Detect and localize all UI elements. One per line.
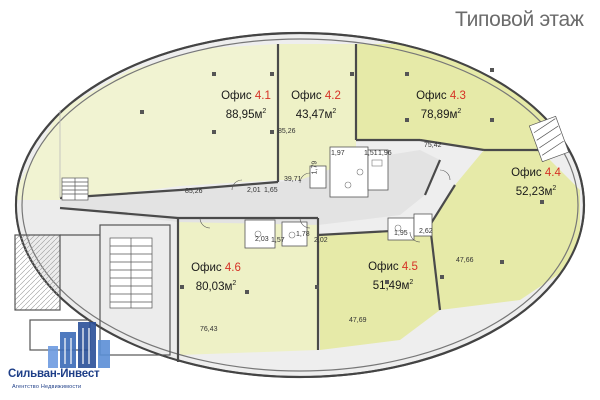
dimension-label: 2,03 <box>255 236 269 243</box>
office-area: 52,23м <box>515 185 553 198</box>
office-word: Офис <box>368 261 399 273</box>
office-number: 4.5 <box>401 261 418 273</box>
dimension-label: 1,96 <box>378 150 392 157</box>
dimension-label: 1,51 <box>364 150 378 157</box>
logo-buildings-icon <box>48 322 110 368</box>
dimension-label: 47,69 <box>349 317 367 324</box>
dimension-label: 1,97 <box>331 150 345 157</box>
west-wing-walls <box>14 224 171 356</box>
office-area: 88,95м <box>225 108 263 121</box>
dimension-label: 47,66 <box>456 257 474 264</box>
logo-tagline: Агентство Недвижимости <box>12 384 82 390</box>
dimension-label: 39,71 <box>284 176 302 183</box>
office-number: 4.2 <box>324 90 341 102</box>
office-number: 4.1 <box>254 90 271 102</box>
office-word: Офис <box>416 90 447 102</box>
interior-walls <box>59 44 545 362</box>
office-4-1-zone <box>16 44 278 200</box>
fixtures <box>254 159 402 239</box>
dimension-label: 2,02 <box>314 237 328 244</box>
office-area: 80,03м <box>195 280 233 293</box>
logo-name[interactable]: Сильван-Инвест <box>8 368 100 380</box>
area-unit-sup: 2 <box>262 108 267 115</box>
office-label-4-4[interactable]: Офис 4.4 52,23м2 <box>511 166 561 200</box>
office-label-4-3[interactable]: Офис 4.3 78,89м2 <box>416 89 466 123</box>
area-unit-sup: 2 <box>457 108 462 115</box>
dimension-label: 85,26 <box>278 128 296 135</box>
dimension-label: 75,42 <box>424 142 442 149</box>
office-word: Офис <box>291 90 322 102</box>
stair-southwest <box>109 237 153 309</box>
area-unit-sup: 2 <box>332 108 337 115</box>
office-4-6-zone <box>178 218 318 355</box>
office-4-5-zone <box>318 225 440 350</box>
dimension-label: 76,43 <box>200 326 218 333</box>
dimension-label: 1,57 <box>271 237 285 244</box>
area-unit-sup: 2 <box>409 279 414 286</box>
dimension-label: 1,95 <box>394 230 408 237</box>
office-label-4-2[interactable]: Офис 4.2 43,47м2 <box>291 89 341 123</box>
office-number: 4.6 <box>224 262 241 274</box>
office-area: 43,47м <box>295 108 333 121</box>
dimension-label: 2,01 <box>247 187 261 194</box>
office-label-4-6[interactable]: Офис 4.6 80,03м2 <box>191 261 241 295</box>
office-4-3-zone <box>356 44 560 150</box>
area-unit-sup: 2 <box>552 185 557 192</box>
office-4-4-zone <box>430 150 580 310</box>
dimension-label: 1,78 <box>296 231 310 238</box>
area-unit-sup: 2 <box>232 280 237 287</box>
office-word: Офис <box>511 167 542 179</box>
office-area: 51,49м <box>372 279 410 292</box>
dimension-label: 2,62 <box>419 228 433 235</box>
office-label-4-1[interactable]: Офис 4.1 88,95м2 <box>221 89 271 123</box>
page-title: Типовой этаж <box>455 8 584 31</box>
columns <box>140 68 544 294</box>
office-area: 78,89м <box>420 108 458 121</box>
office-number: 4.4 <box>544 167 561 179</box>
stair-east <box>528 115 570 163</box>
dimension-label: 1,65 <box>264 187 278 194</box>
stair-west <box>61 177 89 201</box>
office-label-4-5[interactable]: Офис 4.5 51,49м2 <box>368 260 418 294</box>
office-number: 4.3 <box>449 90 466 102</box>
dimension-label: 85,26 <box>185 188 203 195</box>
doors <box>199 169 451 243</box>
dimension-label: 1,79 <box>311 160 319 175</box>
office-word: Офис <box>191 262 222 274</box>
office-word: Офис <box>221 90 252 102</box>
